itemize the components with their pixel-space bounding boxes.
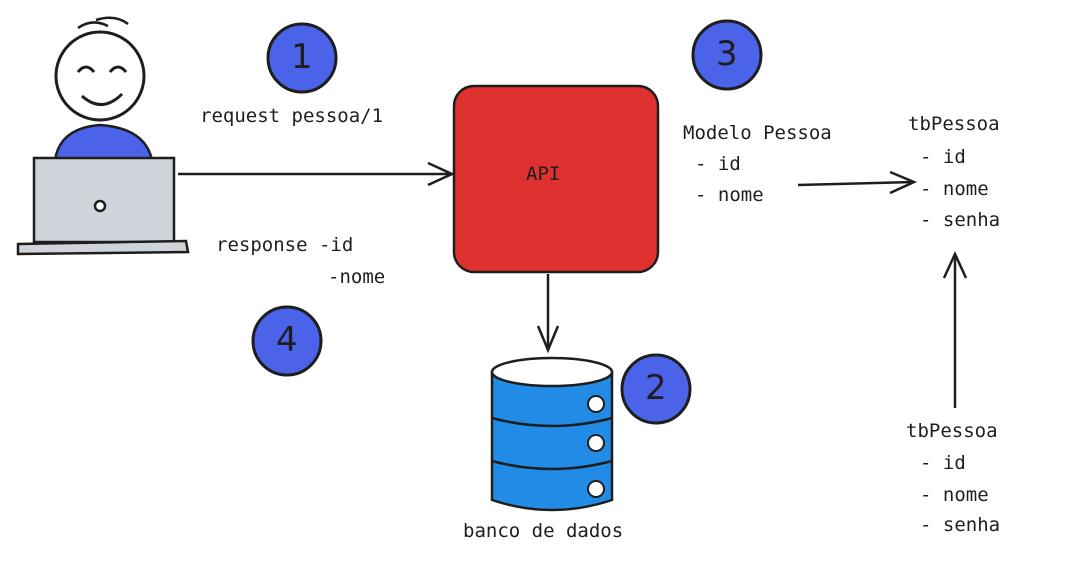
table-top-field: - id [920, 146, 966, 168]
arrow-table-up [942, 250, 968, 408]
table-top-field: - nome [920, 178, 989, 200]
step-badge-2 [620, 353, 692, 425]
table-top-field: - senha [920, 209, 1001, 231]
table-bottom-field: - id [920, 452, 966, 474]
table-bottom-title: tbPessoa [906, 420, 998, 442]
table-top-title: tbPessoa [908, 113, 1000, 135]
user-icon [53, 16, 154, 162]
arrow-model-to-table [797, 170, 918, 195]
laptop-icon [16, 156, 190, 256]
step-number-4: 4 [276, 320, 298, 360]
step-number-3: 3 [716, 34, 738, 74]
database-label: banco de dados [463, 520, 624, 542]
table-bottom-field: - nome [920, 484, 989, 506]
step-number-2: 2 [645, 368, 667, 408]
api-box [452, 84, 660, 274]
database-icon [490, 356, 614, 512]
step-badge-1 [266, 22, 338, 94]
step-number-1: 1 [291, 37, 313, 77]
arrow-to-database [536, 274, 560, 354]
model-field: - id [695, 153, 741, 175]
table-bottom-field: - senha [920, 514, 1001, 536]
model-title: Modelo Pessoa [683, 122, 832, 144]
arrow-request [178, 161, 456, 187]
step-badge-3 [691, 19, 763, 91]
response-label-line2: -nome [328, 266, 386, 288]
response-label: response -id [216, 234, 354, 256]
step-badge-4 [251, 305, 323, 377]
model-field: - nome [695, 184, 764, 206]
request-label: request pessoa/1 [200, 105, 384, 127]
api-label: API [526, 163, 561, 185]
